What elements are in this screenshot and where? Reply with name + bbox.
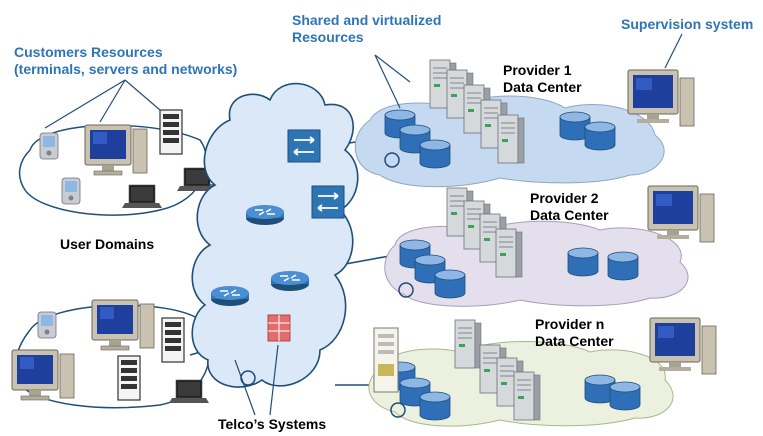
shared-resources-line1: Shared and virtualized xyxy=(292,12,442,28)
provider-n-label: Provider n Data Center xyxy=(535,316,614,350)
provider-2-cloud xyxy=(384,187,689,307)
switch-icon xyxy=(311,185,345,219)
router-icon xyxy=(270,270,310,292)
customers-resources-label: Customers Resources (terminals, servers … xyxy=(14,44,237,78)
callout-arrows xyxy=(44,33,683,416)
customers-resources-line2: (terminals, servers and networks) xyxy=(14,61,238,78)
firewall-icon xyxy=(267,314,291,342)
shared-resources-label: Shared and virtualized Resources xyxy=(292,12,441,46)
server-rack-icon xyxy=(373,327,399,393)
user-domains-label: User Domains xyxy=(60,236,155,252)
router-icon xyxy=(245,204,285,226)
provider-2-label: Provider 2 Data Center xyxy=(530,190,609,224)
router-icon xyxy=(210,285,250,307)
provider-1-cloud xyxy=(354,59,665,188)
customer-network-top xyxy=(18,109,218,216)
provider-n-cloud xyxy=(368,319,674,427)
customers-resources-line1: Customers Resources xyxy=(14,44,163,60)
telco-systems-label: Telco’s Systems xyxy=(218,416,327,432)
shared-resources-line2: Resources xyxy=(292,29,364,46)
supervision-system-label: Supervision system xyxy=(621,16,754,32)
telco-core-cloud xyxy=(191,82,359,388)
provider-1-label: Provider 1 Data Center xyxy=(503,62,582,96)
switch-icon xyxy=(287,129,321,163)
customer-network-bottom xyxy=(11,299,211,409)
